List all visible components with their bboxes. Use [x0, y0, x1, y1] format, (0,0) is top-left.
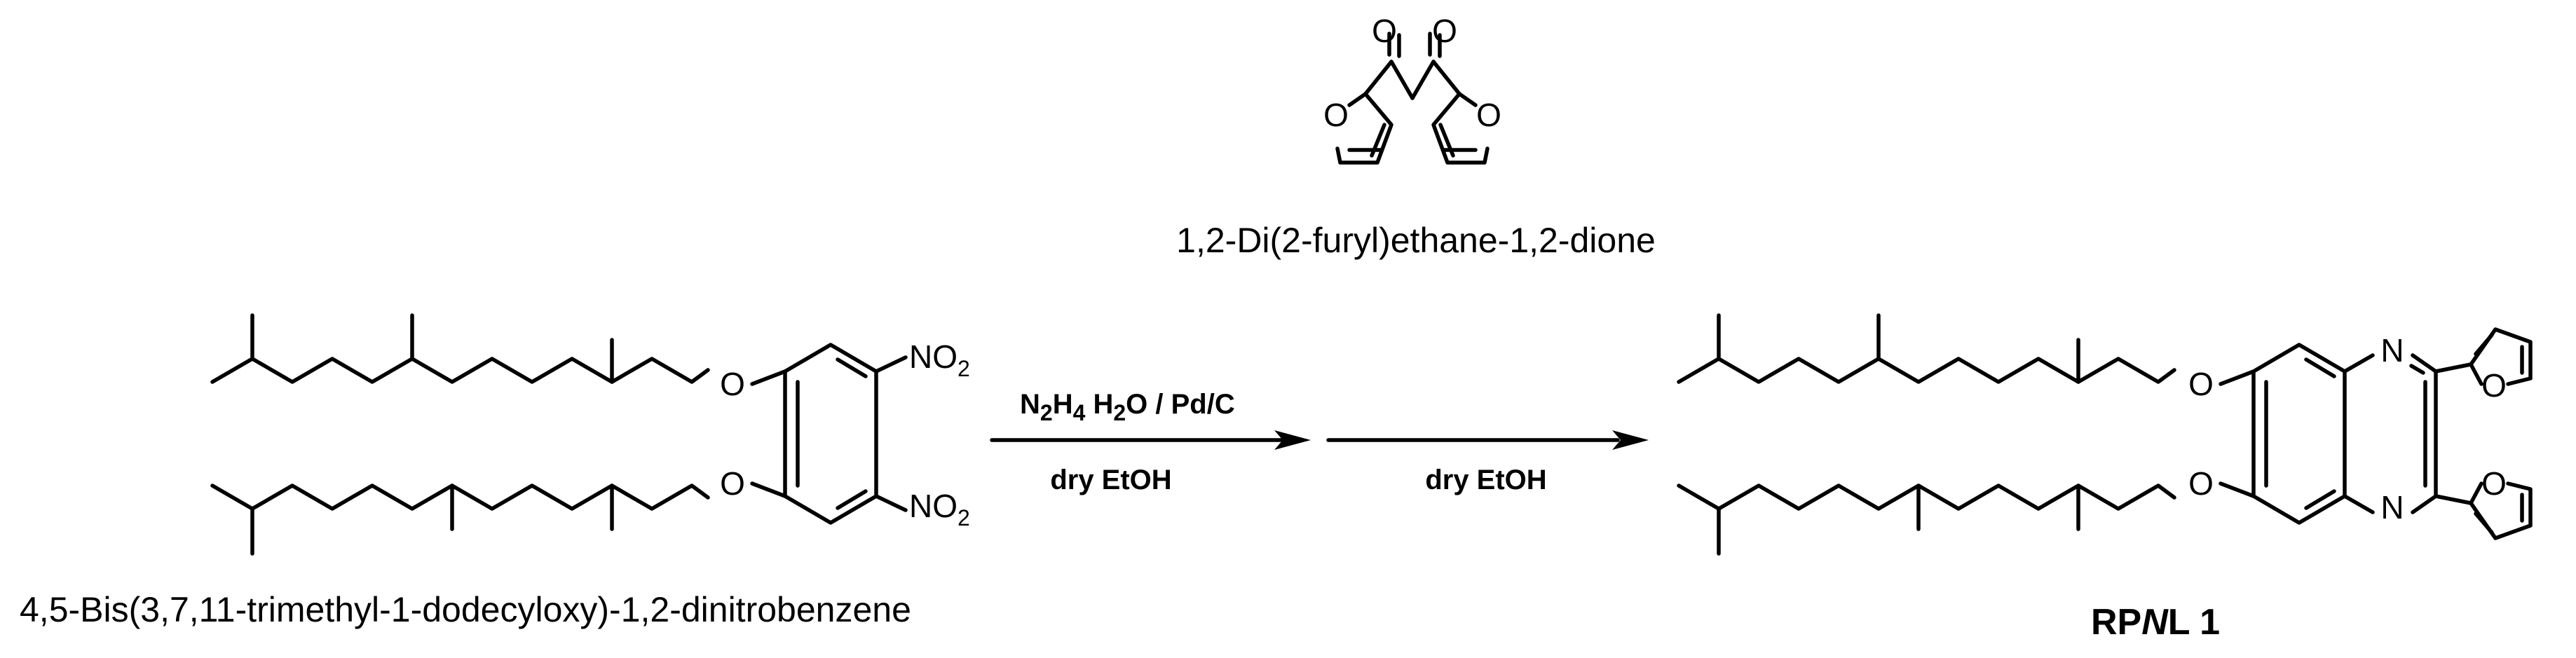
- nitro-group: NO2: [909, 338, 970, 381]
- atom-n: N: [2380, 489, 2404, 526]
- product-label: RPNL 1: [2091, 602, 2220, 643]
- atom-o: O: [720, 366, 745, 402]
- atom-o: O: [1432, 13, 1457, 49]
- reaction-arrow-1: [990, 430, 1311, 450]
- atom-o: O: [2481, 367, 2507, 404]
- nitro-group: NO2: [909, 488, 970, 530]
- atom-n: N: [2380, 332, 2404, 369]
- arrow-2-bottom-conditions: dry EtOH: [1425, 465, 1546, 495]
- atom-o: O: [1372, 13, 1397, 49]
- arrow-1-top-conditions: N2H4 H2O / Pd/C: [1020, 389, 1235, 425]
- starting-material-name: 4,5-Bis(3,7,11-trimethyl-1-dodecyloxy)-1…: [20, 590, 911, 629]
- reagent-name: 1,2-Di(2-furyl)ethane-1,2-dione: [1176, 221, 1656, 260]
- reaction-arrow-2: [1326, 430, 1649, 450]
- atom-o: O: [2188, 465, 2214, 502]
- atom-o: O: [1476, 97, 1501, 133]
- atom-o: O: [2188, 366, 2214, 402]
- product-structure: [1677, 313, 2533, 556]
- reagent-structure: [1335, 32, 1490, 165]
- atom-o: O: [720, 465, 745, 502]
- starting-material-structure: [210, 313, 908, 556]
- atom-o: O: [2481, 465, 2507, 502]
- atom-o: O: [1323, 97, 1349, 133]
- arrow-1-bottom-conditions: dry EtOH: [1050, 465, 1171, 495]
